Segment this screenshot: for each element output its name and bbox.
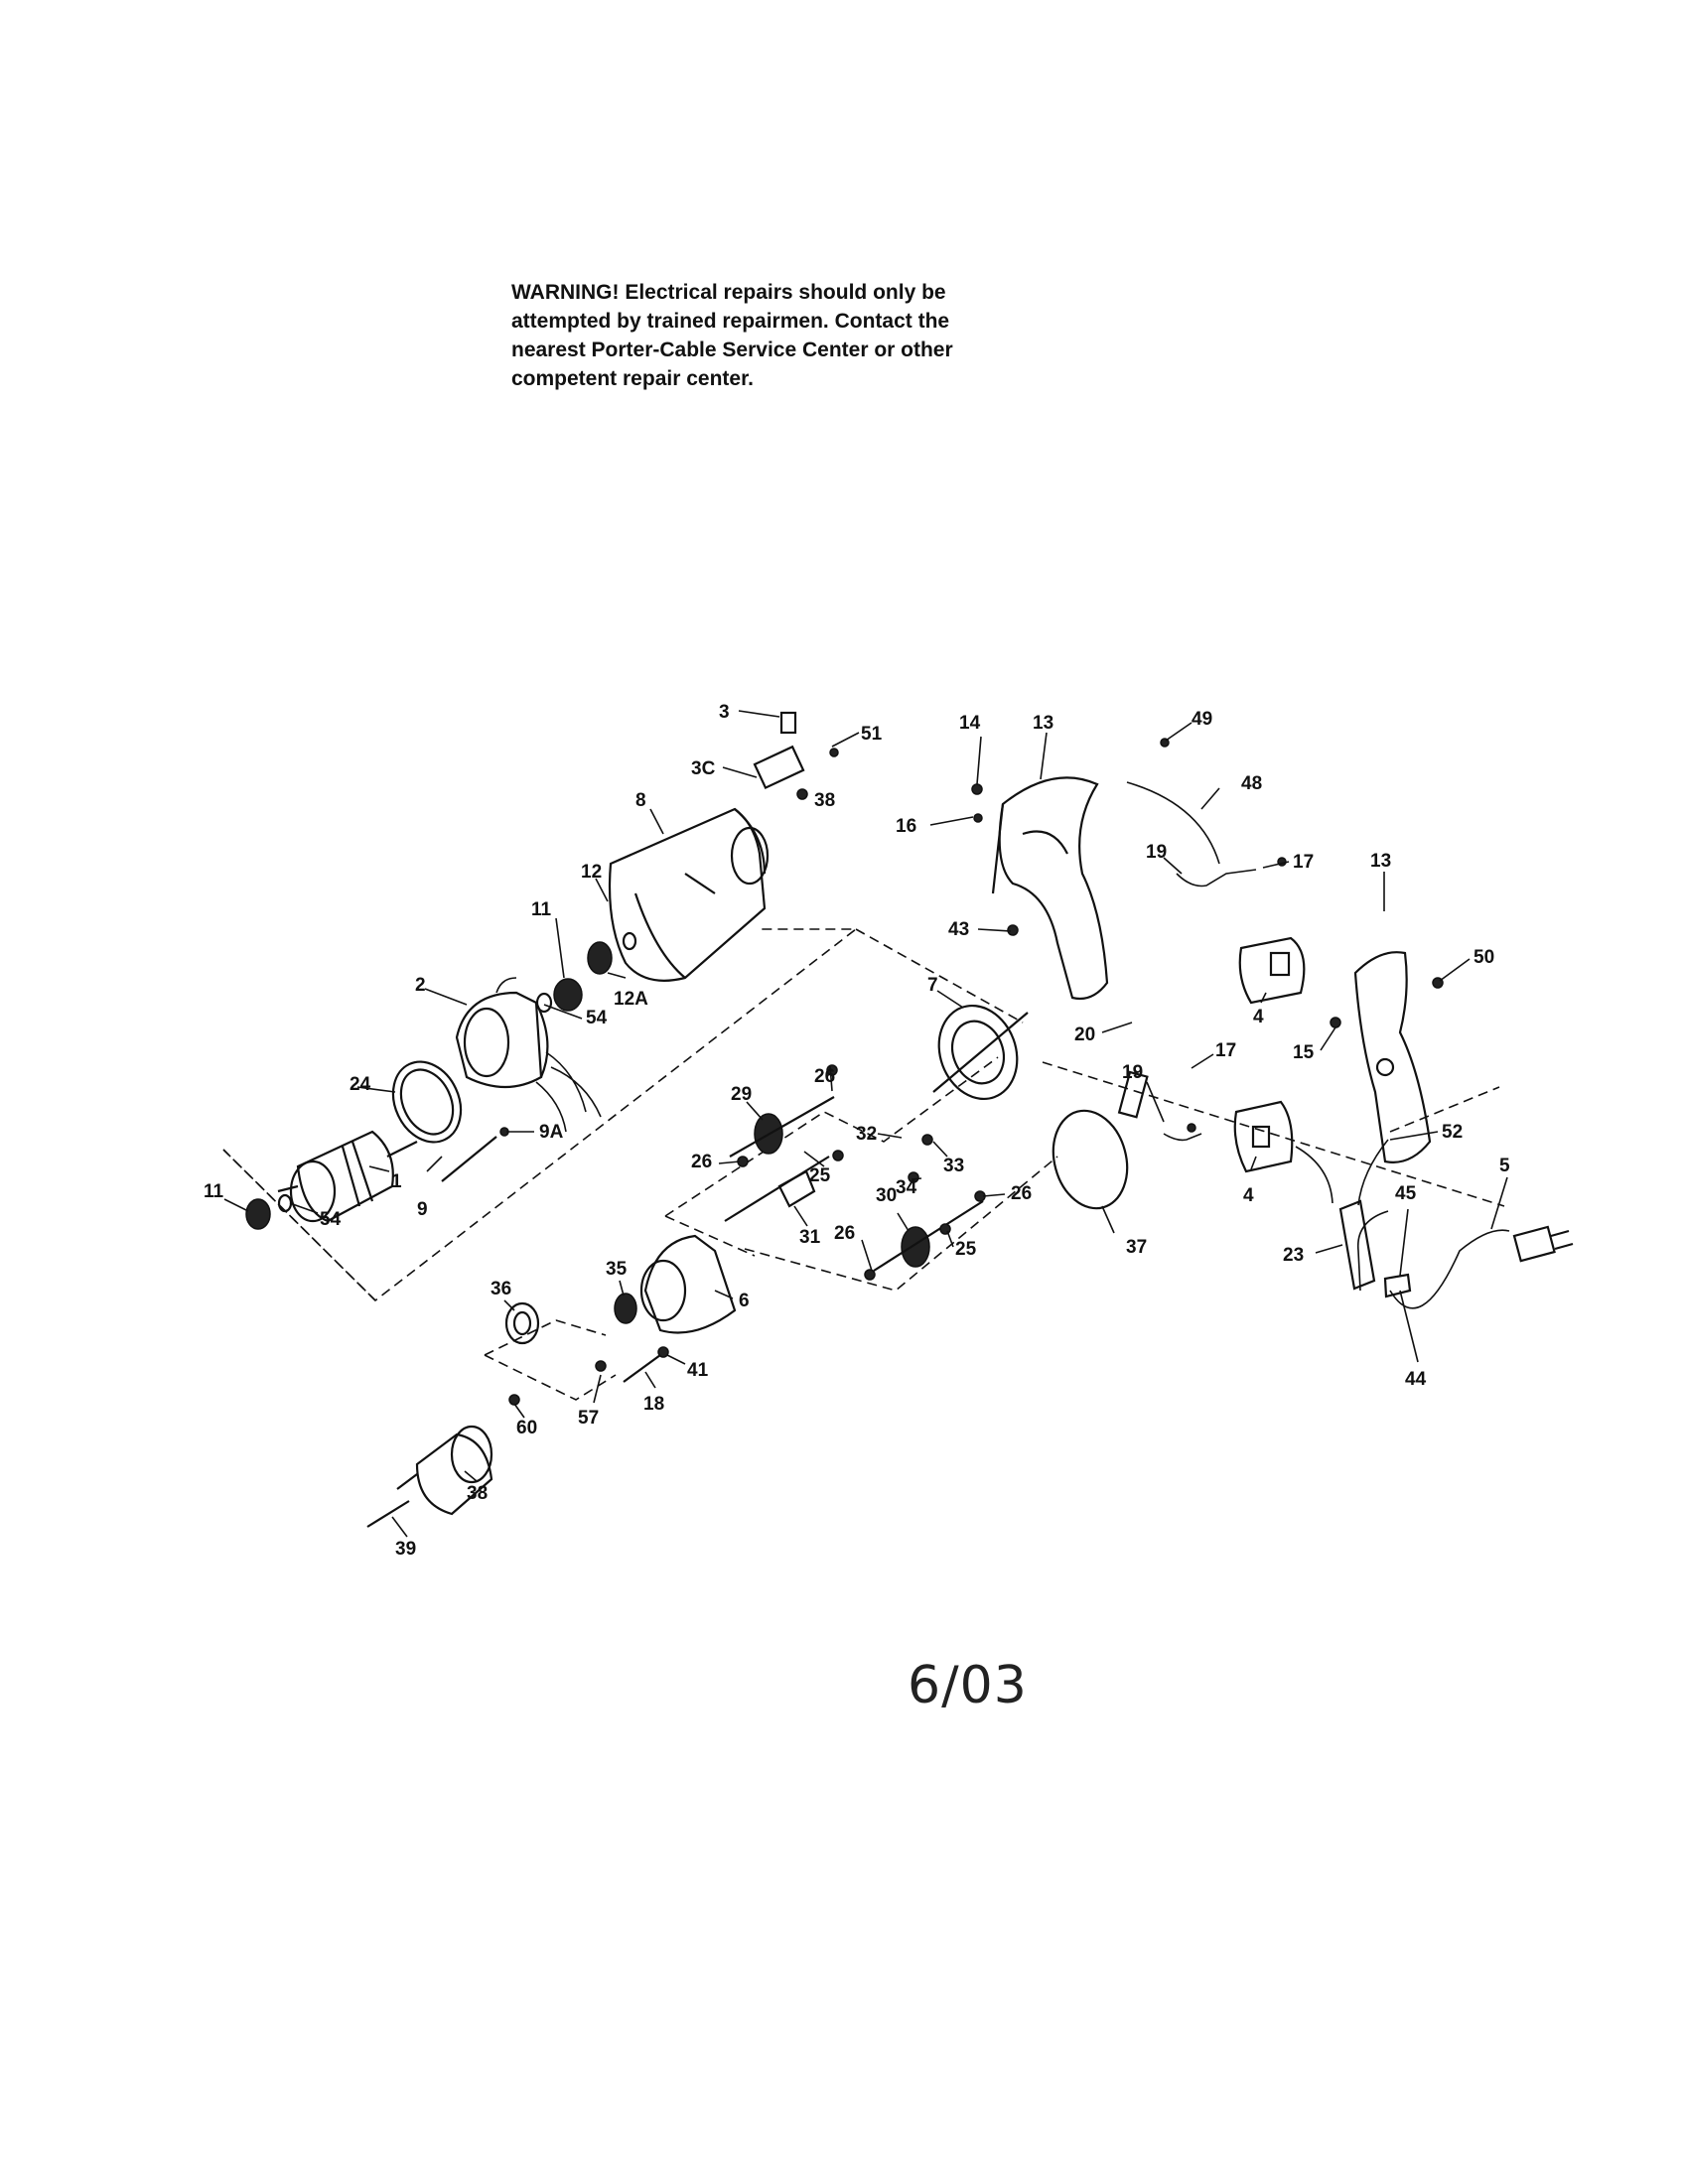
motor-housing (608, 807, 770, 982)
callout-26-bottom: 26 (834, 1223, 855, 1244)
callout-32: 32 (856, 1124, 877, 1145)
callout-38: 38 (814, 790, 835, 811)
callout-12: 12 (581, 862, 602, 883)
revision-date: 6/03 (908, 1656, 1028, 1715)
armature (277, 1130, 418, 1223)
callout-41: 41 (687, 1360, 709, 1381)
callout-26-right: 26 (1011, 1183, 1032, 1204)
callout-60: 60 (516, 1418, 537, 1438)
callout-9: 9 (417, 1199, 428, 1220)
brush-holder (753, 711, 839, 800)
callout-3c: 3C (691, 758, 716, 779)
field-stator (455, 977, 602, 1133)
callout-20: 20 (1074, 1024, 1095, 1045)
callout-48: 48 (1241, 773, 1262, 794)
warning-line-3: nearest Porter-Cable Service Center or o… (511, 339, 953, 361)
leader-lines (223, 710, 1508, 1538)
callout-57: 57 (578, 1408, 599, 1429)
callout-3: 3 (719, 702, 730, 723)
baffle-ring (391, 1060, 463, 1144)
callout-26-left: 26 (691, 1152, 712, 1172)
callout-9a: 9A (539, 1122, 564, 1143)
callout-19-upper: 19 (1146, 842, 1167, 863)
handle-half-right (1353, 951, 1432, 1163)
callout-16: 16 (896, 816, 916, 837)
callout-26-top: 26 (814, 1066, 835, 1087)
gears (724, 1096, 984, 1272)
callout-25-lower: 25 (955, 1239, 977, 1260)
callout-13-right: 13 (1370, 851, 1391, 872)
callout-11-upper: 11 (531, 899, 552, 920)
bearings (245, 931, 637, 1230)
callout-54-lower: 54 (320, 1209, 342, 1230)
callout-36: 36 (491, 1279, 511, 1299)
callout-25-upper: 25 (809, 1165, 831, 1186)
callout-31: 31 (799, 1227, 821, 1248)
warning-line-2: attempted by trained repairmen. Contact … (511, 310, 950, 333)
callout-35: 35 (606, 1259, 628, 1280)
callout-12a: 12A (614, 989, 648, 1010)
callout-37: 37 (1126, 1237, 1147, 1258)
switch-upper (1238, 936, 1306, 1005)
switch-lower (1233, 1100, 1294, 1173)
callout-11-lower: 11 (204, 1181, 224, 1202)
callout-13-left: 13 (1033, 713, 1053, 734)
callout-50: 50 (1474, 947, 1494, 968)
power-cord (1338, 1199, 1574, 1309)
retaining-ring (1052, 1109, 1129, 1210)
callout-15: 15 (1293, 1042, 1315, 1063)
callout-45: 45 (1395, 1183, 1417, 1204)
callout-19-lower: 19 (1122, 1062, 1143, 1083)
warning-line-4: competent repair center. (511, 367, 754, 390)
callout-4-lower: 4 (1243, 1185, 1254, 1206)
callout-49: 49 (1192, 709, 1212, 730)
callout-6: 6 (739, 1291, 750, 1311)
callout-8: 8 (635, 790, 646, 811)
callout-24: 24 (350, 1074, 371, 1095)
callout-18: 18 (643, 1394, 664, 1415)
part-callouts: 3 51 3C 38 14 13 49 48 16 8 19 17 12 13 … (204, 702, 1510, 1560)
assembly-guide-lines (222, 928, 1505, 1401)
gear-case (639, 1234, 737, 1334)
callout-44: 44 (1405, 1369, 1427, 1390)
callout-30: 30 (876, 1185, 897, 1206)
callout-14: 14 (959, 713, 981, 734)
callout-52: 52 (1442, 1122, 1463, 1143)
callout-33: 33 (943, 1156, 964, 1176)
callout-34: 34 (896, 1177, 917, 1198)
callout-1: 1 (391, 1171, 402, 1192)
warning-line-1: WARNING! Electrical repairs should only … (511, 281, 946, 304)
callout-23: 23 (1283, 1245, 1304, 1266)
callout-54-upper: 54 (586, 1008, 608, 1028)
callout-43: 43 (948, 919, 969, 940)
lead-wires (1126, 781, 1389, 1206)
callout-17-lower: 17 (1215, 1040, 1236, 1061)
callout-51: 51 (861, 724, 883, 745)
seals (504, 1293, 637, 1345)
callout-29: 29 (731, 1084, 752, 1105)
screw-18 (623, 1354, 661, 1383)
small-fasteners (508, 738, 1444, 1406)
callout-7: 7 (927, 975, 938, 996)
callout-5: 5 (1499, 1156, 1510, 1176)
callout-2: 2 (415, 975, 426, 996)
gear-case-plate (932, 1004, 1029, 1101)
chuck-screw (366, 1500, 410, 1528)
electrical-warning: WARNING! Electrical repairs should only … (511, 278, 1028, 393)
chuck (396, 1425, 493, 1516)
handle-half-left (991, 776, 1109, 1001)
callout-4-upper: 4 (1253, 1007, 1264, 1027)
callout-17-upper: 17 (1293, 852, 1314, 873)
callout-39: 39 (395, 1539, 416, 1560)
callout-38-chuck: 38 (467, 1483, 488, 1504)
